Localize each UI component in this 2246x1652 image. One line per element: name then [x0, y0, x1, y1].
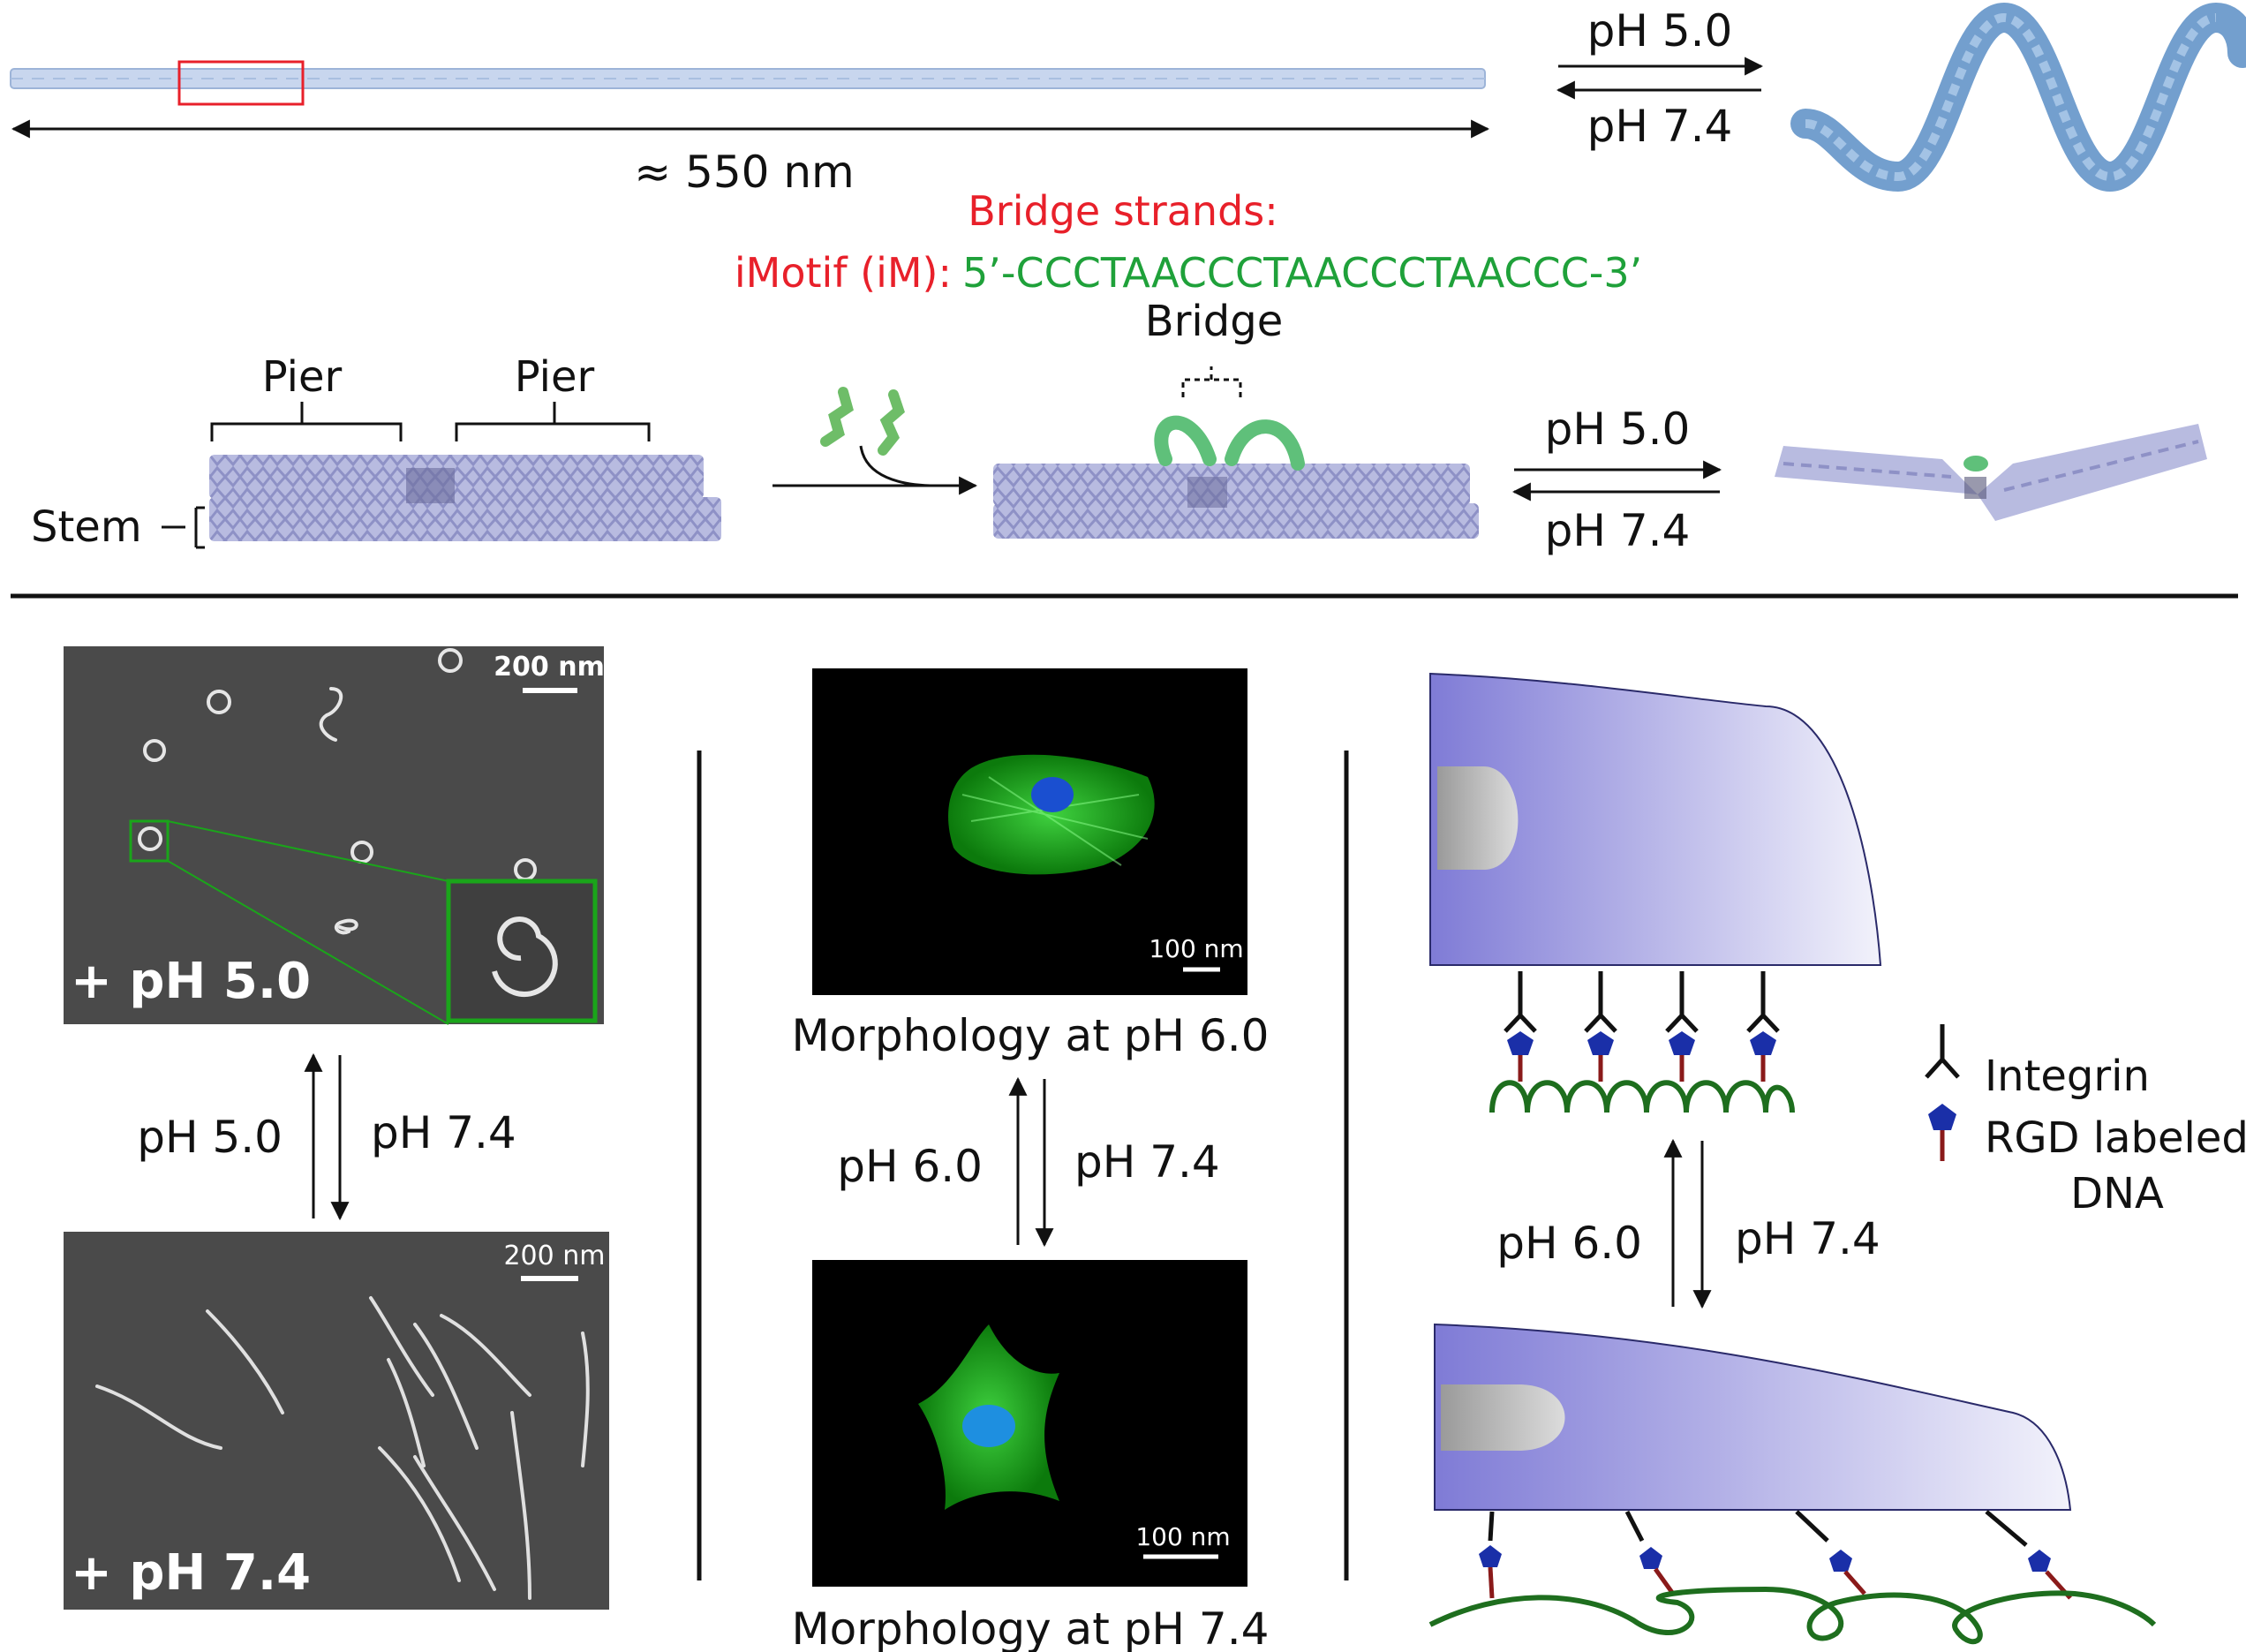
- mid-ph-reverse: pH 7.4: [1545, 505, 1691, 556]
- origami-with-bridge: Bridge: [993, 297, 1479, 539]
- length-label: ≈ 550 nm: [634, 147, 855, 198]
- top-ph-reverse: pH 7.4: [1587, 101, 1733, 152]
- model-arrow-left: pH 6.0: [1496, 1218, 1642, 1269]
- afm-arrows: pH 5.0 pH 7.4: [137, 1055, 516, 1218]
- imotif-sequence: 5’-CCCTAACCCTAACCCTAACCC-3’: [962, 249, 1642, 297]
- cell-bottom-caption: Morphology at pH 7.4: [792, 1603, 1270, 1652]
- afm-bottom-panel: 200 nm + pH 7.4: [64, 1232, 609, 1610]
- model-legend: Integrin RGD labeled DNA: [1926, 1024, 2246, 1218]
- cell-bottom-scale: 100 nm: [1135, 1522, 1230, 1551]
- cell-arrows: pH 6.0 pH 7.4: [837, 1079, 1220, 1245]
- cell-top-panel: 100 nm: [812, 668, 1247, 995]
- cell-bottom-panel: 100 nm: [812, 1260, 1247, 1587]
- afm-top-panel: 200 nm + pH 5.0: [64, 646, 605, 1024]
- afm-top-scale: 200 nm: [494, 652, 605, 683]
- integrin-icon: [1926, 1024, 1958, 1077]
- stem-label: Stem: [31, 502, 142, 552]
- cell-top-scale: 100 nm: [1149, 934, 1243, 963]
- imotif-label: iMotif (iM):: [735, 249, 952, 297]
- legend-rgd-line1: RGD labeled: [1985, 1113, 2246, 1163]
- cell-arrow-left: pH 6.0: [837, 1141, 983, 1192]
- helix-origami: [1805, 18, 2242, 177]
- model-arrows: pH 6.0 pH 7.4: [1496, 1141, 1880, 1307]
- afm-bottom-label: + pH 7.4: [71, 1544, 311, 1602]
- rgd-dna-icon: [1928, 1104, 1956, 1161]
- pier-label-2: Pier: [515, 352, 595, 402]
- cell-arrow-right: pH 7.4: [1074, 1136, 1220, 1188]
- cell-top-caption: Morphology at pH 6.0: [792, 1010, 1270, 1061]
- legend-integrin: Integrin: [1985, 1052, 2150, 1101]
- pier-label-1: Pier: [262, 352, 343, 402]
- long-origami-ribbon: [11, 62, 1485, 104]
- bridge-strand-addition: [773, 392, 976, 486]
- afm-arrow-right: pH 7.4: [371, 1107, 516, 1158]
- top-ph-forward: pH 5.0: [1587, 5, 1733, 57]
- cell-model-bottom: [1430, 1324, 2154, 1641]
- bridge-heading: Bridge strands:: [968, 187, 1278, 235]
- mid-ph-forward: pH 5.0: [1545, 404, 1691, 455]
- top-equilibrium: pH 5.0 pH 7.4: [1558, 5, 1761, 152]
- cell-model-top: [1430, 674, 1880, 1113]
- legend-rgd-line2: DNA: [2070, 1169, 2164, 1218]
- origami-piers: Pier Pier Stem: [31, 352, 721, 552]
- afm-bottom-scale: 200 nm: [503, 1241, 605, 1271]
- middle-equilibrium: pH 5.0 pH 7.4: [1514, 404, 1720, 556]
- afm-arrow-left: pH 5.0: [137, 1112, 283, 1163]
- bridge-label: Bridge: [1145, 297, 1283, 346]
- model-arrow-right: pH 7.4: [1735, 1213, 1880, 1264]
- afm-top-label: + pH 5.0: [71, 953, 311, 1010]
- bent-origami: [1775, 424, 2207, 521]
